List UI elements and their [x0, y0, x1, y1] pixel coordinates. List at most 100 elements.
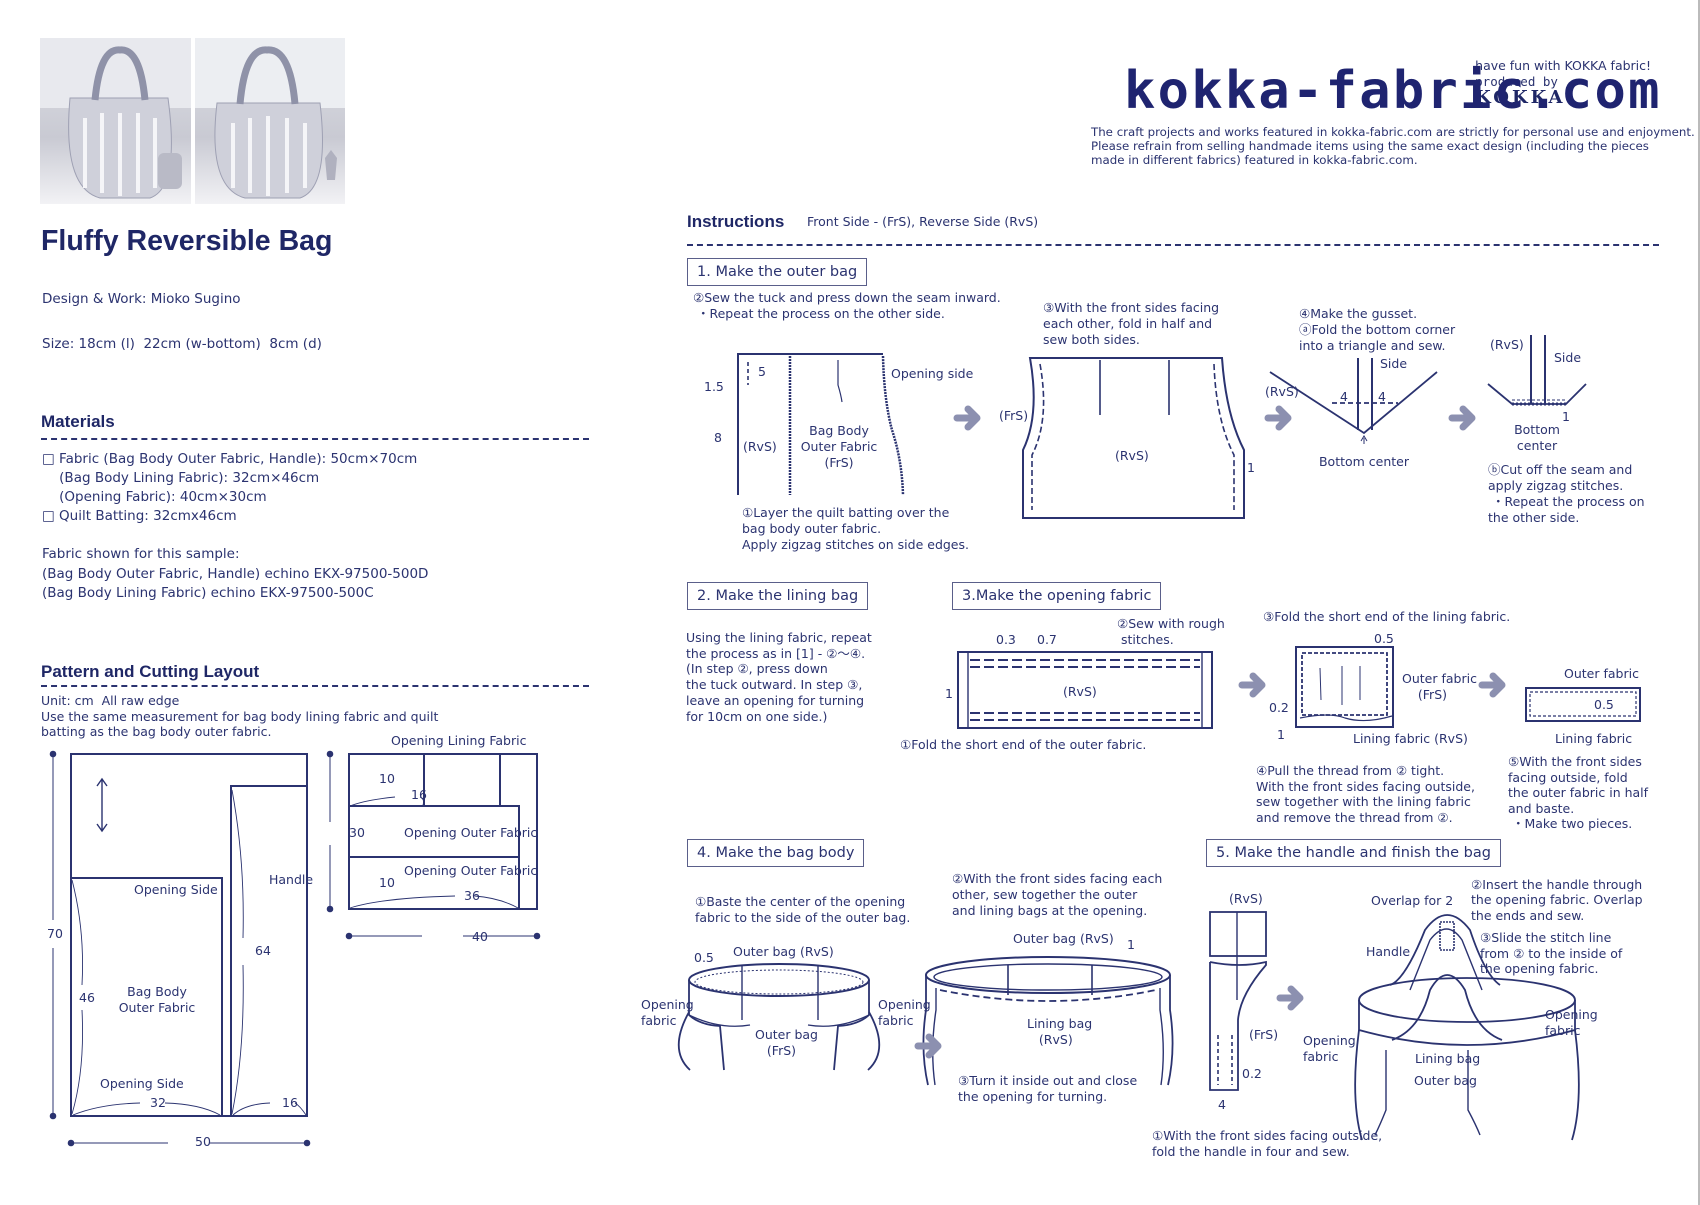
instructions-legend: Front Side - (FrS), Reverse Side (RvS): [807, 214, 1039, 229]
label-opening-fabric: Opening fabric: [1303, 1033, 1356, 1064]
label-lining-rvs: Lining fabric (RvS): [1353, 731, 1468, 746]
label-bag-body: Bag Body Outer Fabric: [118, 984, 196, 1015]
step5-slide: ③Slide the stitch line from ② to the ins…: [1480, 930, 1623, 976]
dim-36: 36: [464, 888, 480, 903]
dim-8: 8: [714, 430, 722, 445]
sample-fabrics: Fabric shown for this sample: (Bag Body …: [42, 546, 429, 601]
dim-10: 10: [379, 771, 395, 786]
label-handle: Handle: [269, 872, 314, 887]
arrow-right-icon: [1448, 405, 1476, 431]
bag-photo-illustration: [40, 38, 191, 199]
site-logo[interactable]: kokka-fabric.com: [1124, 61, 1662, 121]
dim-40: 40: [472, 929, 488, 944]
dim-1: 1: [1127, 937, 1135, 952]
designer-credit: Design & Work: Mioko Sugino: [42, 291, 241, 307]
dim-0-5: 0.5: [1594, 697, 1614, 712]
step1-layer: ①Layer the quilt batting over the bag bo…: [742, 505, 969, 552]
label-side: Side: [1554, 350, 1582, 365]
step3-pull: ④Pull the thread from ② tight. With the …: [1256, 763, 1475, 825]
step5-insert: ②Insert the handle through the opening f…: [1471, 877, 1643, 923]
label-rvs: (RvS): [1115, 448, 1149, 463]
label-bottom-center: Bottom center: [1318, 454, 1410, 469]
arrow-right-icon: [953, 405, 981, 431]
label-opening-lining: Opening Lining Fabric: [391, 733, 527, 748]
outer-bag-tuck-diagram: [737, 353, 905, 496]
dim-30: 30: [349, 825, 365, 840]
step-2-title: 2. Make the lining bag: [687, 582, 869, 610]
label-outer-rvs: Outer bag (RvS): [1013, 931, 1114, 946]
label-side: Side: [1380, 356, 1408, 371]
cutting-layout-main: [49, 750, 311, 1147]
folded-bag-diagram: [1022, 357, 1245, 519]
label-outer-bag: Outer bag: [1414, 1073, 1477, 1088]
step-3-title: 3.Make the opening fabric: [952, 582, 1162, 610]
dim-50: 50: [195, 1134, 211, 1149]
opening-fabric-strip-diagram: [957, 651, 1213, 729]
project-title: Fluffy Reversible Bag: [41, 225, 333, 257]
dim-1: 1: [945, 686, 953, 701]
dim-1: 1: [1277, 727, 1285, 742]
label-opening-outer: Opening Outer Fabric: [404, 825, 538, 840]
materials-heading: Materials: [41, 412, 115, 431]
step4-sew-together: ②With the front sides facing each other,…: [952, 871, 1163, 918]
divider: [687, 244, 1659, 246]
step1-cut-off: ⓑCut off the seam and apply zigzag stitc…: [1488, 462, 1645, 525]
dim-1: 1: [1562, 409, 1570, 424]
label-lining-bag: Lining bag: [1415, 1051, 1481, 1066]
tagline: have fun with KOKKA fabric! produced by …: [1467, 42, 1659, 107]
label-outer: Outer fabric: [1564, 666, 1639, 681]
arrow-right-icon: [1238, 672, 1266, 698]
arrow-icons: [914, 405, 1506, 1059]
arrow-right-icon: [1276, 985, 1304, 1011]
bag-body-baste-diagram: [677, 963, 881, 1071]
material-item: (Bag Body Lining Fabric): 32cm×46cm: [42, 470, 320, 486]
pattern-heading: Pattern and Cutting Layout: [41, 662, 260, 681]
pattern-notes: Unit: cm All raw edge Use the same measu…: [41, 693, 439, 740]
bag-photo-illustration: [195, 38, 345, 199]
step3-rough: ②Sew with rough stitches.: [1117, 616, 1225, 647]
dim-1: 1: [1247, 460, 1255, 475]
label-outer-frs: Outer bag (FrS): [755, 1027, 818, 1058]
gusset-diagram: [1269, 358, 1438, 444]
material-item: (Opening Fabric): 40cm×30cm: [42, 489, 267, 505]
dim-16: 16: [411, 787, 427, 802]
step1-gusset: ④Make the gusset. ⓐFold the bottom corne…: [1299, 306, 1456, 353]
material-item: □ Quilt Batting: 32cmx46cm: [42, 508, 237, 524]
dim-10: 10: [379, 875, 395, 890]
produced-by: produced by: [1475, 74, 1558, 89]
opening-fabric-final-diagram: [1525, 687, 1641, 722]
step5-fold-handle: ①With the front sides facing outside, fo…: [1152, 1128, 1383, 1159]
label-rvs: (RvS): [743, 439, 777, 454]
label-rvs: (RvS): [1229, 891, 1263, 906]
step3-fold-lining: ③Fold the short end of the lining fabric…: [1263, 609, 1511, 624]
label-opening-fabric: Opening fabric: [641, 997, 694, 1028]
step1-fold-half: ③With the front sides facing each other,…: [1043, 300, 1220, 347]
dim-4: 4: [1340, 389, 1348, 404]
finished-bag-diagram: [1354, 914, 1580, 1141]
page-edge: [1698, 0, 1700, 1205]
dim-5: 5: [758, 364, 766, 379]
label-bottom-center: Bottom center: [1514, 422, 1560, 453]
label-bag-body: Bag Body Outer Fabric (FrS): [800, 423, 878, 470]
step3-fold-baste: ⑤With the front sides facing outside, fo…: [1508, 754, 1649, 831]
label-outer-frs: Outer fabric (FrS): [1402, 671, 1477, 702]
disclaimer: The craft projects and works featured in…: [1091, 125, 1695, 168]
dim-0-2: 0.2: [1269, 700, 1289, 715]
label-opening-side: Opening Side: [134, 882, 218, 897]
instructions-heading: Instructions: [687, 212, 785, 231]
divider: [41, 438, 589, 440]
material-item: □ Fabric (Bag Body Outer Fabric, Handle)…: [42, 451, 418, 467]
dim-70: 70: [47, 926, 63, 941]
label-rvs: (RvS): [1063, 684, 1097, 699]
arrow-right-icon: [1264, 405, 1292, 431]
step-1-title: 1. Make the outer bag: [687, 258, 868, 286]
dim-16: 16: [282, 1095, 298, 1110]
size-info: Size: 18cm (l) 22cm (w-bottom) 8cm (d): [42, 336, 322, 352]
divider: [41, 685, 589, 687]
product-photo-1: [40, 38, 191, 204]
label-lining-rvs: Lining bag (RvS): [1027, 1016, 1093, 1047]
label-rvs: (RvS): [1490, 337, 1524, 352]
label-rvs: (RvS): [1265, 384, 1299, 399]
product-photo-2: [195, 38, 345, 204]
